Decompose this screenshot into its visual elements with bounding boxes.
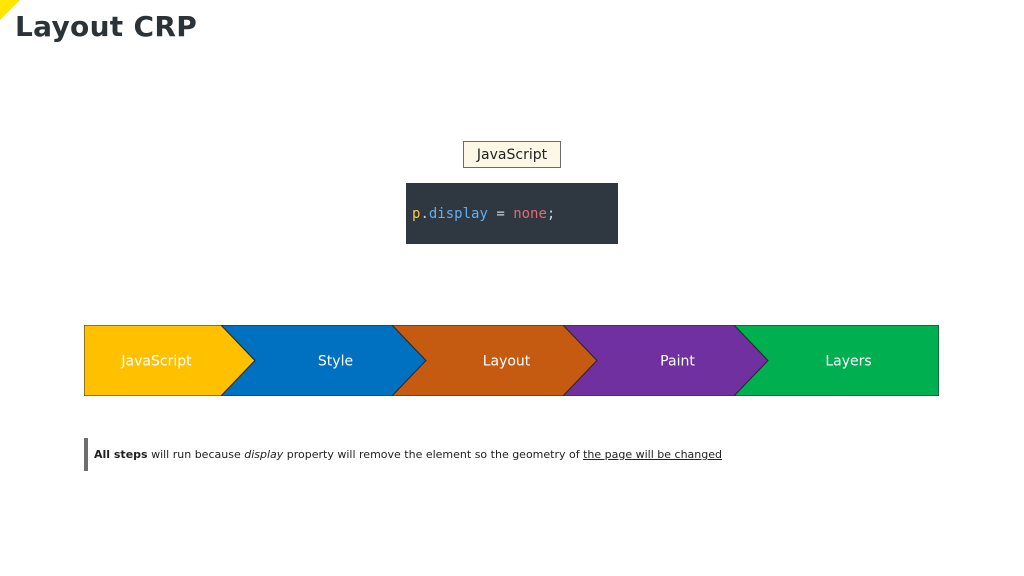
code-property: display [428, 205, 488, 222]
pipeline-stage-label: Layout [483, 354, 531, 370]
rendering-pipeline: JavaScript Style Layout Paint Layers [84, 325, 939, 396]
pipeline-stage-layers [733, 325, 939, 396]
code-operator: = [487, 205, 514, 222]
pipeline-diagram: JavaScript Style Layout Paint Layers [84, 325, 939, 396]
note-italic: display [244, 448, 284, 461]
pipeline-stage-label: Paint [660, 354, 695, 370]
explanation-note: All steps will run because display prope… [84, 438, 722, 471]
slide-title: Layout CRP [15, 10, 198, 43]
note-text-1: will run because [147, 448, 245, 461]
pipeline-stage-paint [562, 325, 769, 396]
code-dot: . [420, 205, 429, 222]
note-bold: All steps [94, 448, 148, 461]
pipeline-stage-label: Layers [825, 354, 871, 370]
corner-accent-icon [0, 0, 20, 20]
pipeline-stage-style [220, 325, 427, 396]
note-underlined: the page will be changed [583, 448, 723, 461]
code-terminator: ; [546, 205, 556, 222]
trigger-label: JavaScript [463, 141, 561, 168]
code-object: p [412, 205, 421, 222]
code-value: none [513, 205, 547, 222]
note-text-2: property will remove the element so the … [283, 448, 584, 461]
code-snippet: p.display = none; [406, 183, 618, 244]
pipeline-stage-label: JavaScript [120, 354, 192, 370]
pipeline-stage-label: Style [318, 354, 353, 370]
pipeline-stage-layout [391, 325, 598, 396]
